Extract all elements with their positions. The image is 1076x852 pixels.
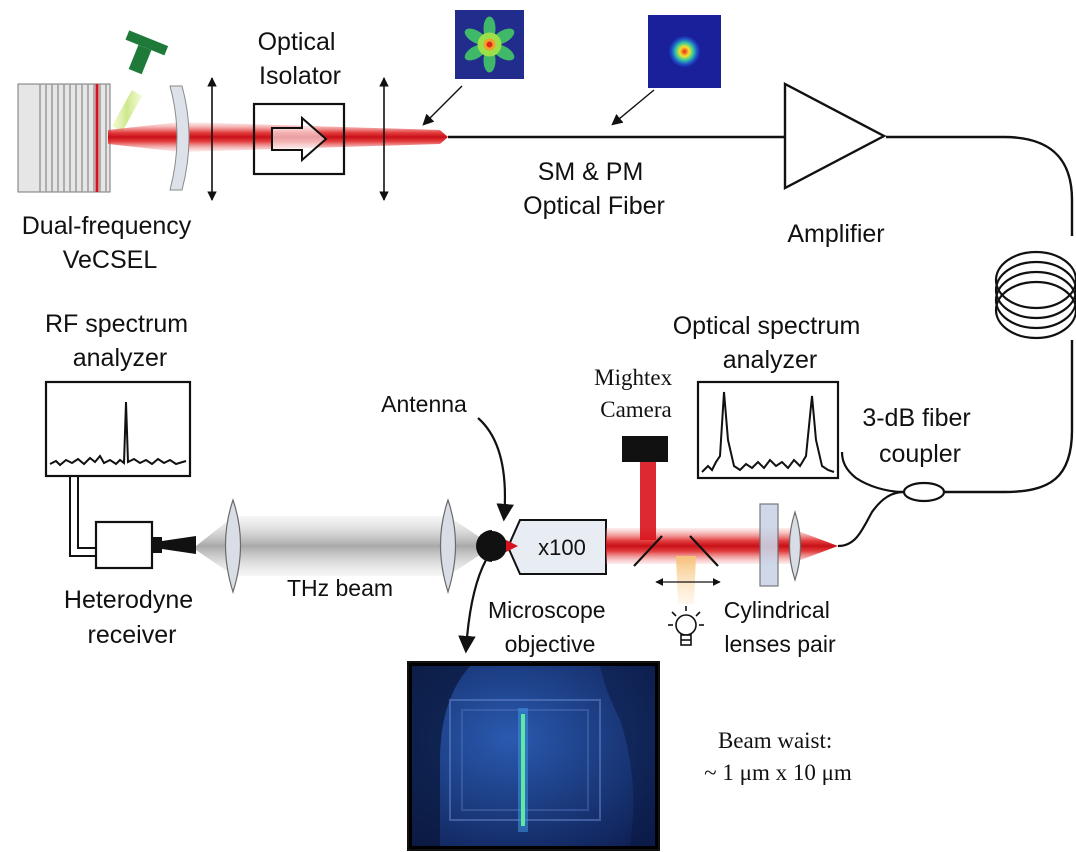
beam-profile-after-fiber <box>648 15 721 88</box>
beam-waist-label: Beam waist: ~ 1 μm x 10 μm <box>704 728 852 785</box>
arrow-right-icon <box>271 115 328 163</box>
receiver-label: Heterodyne receiver <box>64 586 200 649</box>
fiber-coupler-label: 3-dB fiber coupler <box>862 404 977 468</box>
fiber-spool <box>994 250 1076 340</box>
vecsel-chip <box>17 83 111 193</box>
rf-analyzer-label: RF spectrum analyzer <box>45 310 195 372</box>
output-coupler-mirror <box>169 85 190 191</box>
beam-waist-camera-image <box>407 661 660 851</box>
light-bulb-icon <box>668 606 704 646</box>
rf-cable <box>69 476 96 557</box>
pointer-arrow-mode1 <box>422 85 463 126</box>
camera-branch-beam <box>640 462 656 540</box>
optical-fiber <box>448 135 1074 494</box>
camera-label: Mightex Camera <box>594 365 678 422</box>
thz-antenna <box>476 530 507 562</box>
coupler-output-fiber <box>837 490 905 548</box>
cylindrical-lenses-label: Cylindrical lenses pair <box>724 597 836 657</box>
cylindrical-lens-pair <box>759 503 802 587</box>
microscope-label: Microscope objective <box>488 597 612 657</box>
optical-isolator-label: Optical Isolator <box>258 28 343 90</box>
focused-red-beam <box>606 528 838 564</box>
thz-lens-right <box>439 498 457 595</box>
thz-beam-label: THz beam <box>287 575 393 601</box>
lamp-illumination <box>676 556 696 604</box>
mightex-camera <box>622 436 668 462</box>
optical-fiber-label: SM & PM Optical Fiber <box>523 158 665 220</box>
beam-splitter-mirrors <box>633 535 719 567</box>
beam-profile-before-fiber <box>455 10 524 79</box>
heterodyne-receiver <box>94 520 196 570</box>
objective-focus-beam <box>506 540 518 552</box>
image-arrow <box>458 559 487 654</box>
antenna-arrow <box>477 417 514 522</box>
rf-spectrum-analyzer <box>44 380 192 478</box>
svg-text:x100: x100 <box>538 535 586 560</box>
fiber-coupler <box>902 481 946 503</box>
optical-isolator <box>252 102 346 176</box>
rf-spectrum-trace <box>49 401 187 467</box>
coupler-to-osa-fiber <box>840 451 905 494</box>
pump-diode <box>112 30 169 132</box>
microscope-objective: x100 <box>506 519 607 575</box>
thz-lens-left <box>224 498 242 595</box>
optical-spectrum-analyzer <box>696 380 840 480</box>
optical-amplifier <box>783 82 887 190</box>
amplifier-label: Amplifier <box>787 220 884 248</box>
thz-beam <box>196 516 484 576</box>
osa-label: Optical spectrum analyzer <box>673 312 868 374</box>
optical-spectrum-trace <box>701 391 835 473</box>
vecsel-label: Dual-frequency VeCSEL <box>22 212 198 274</box>
antenna-label: Antenna <box>381 391 467 417</box>
pointer-arrow-mode2 <box>611 89 655 126</box>
